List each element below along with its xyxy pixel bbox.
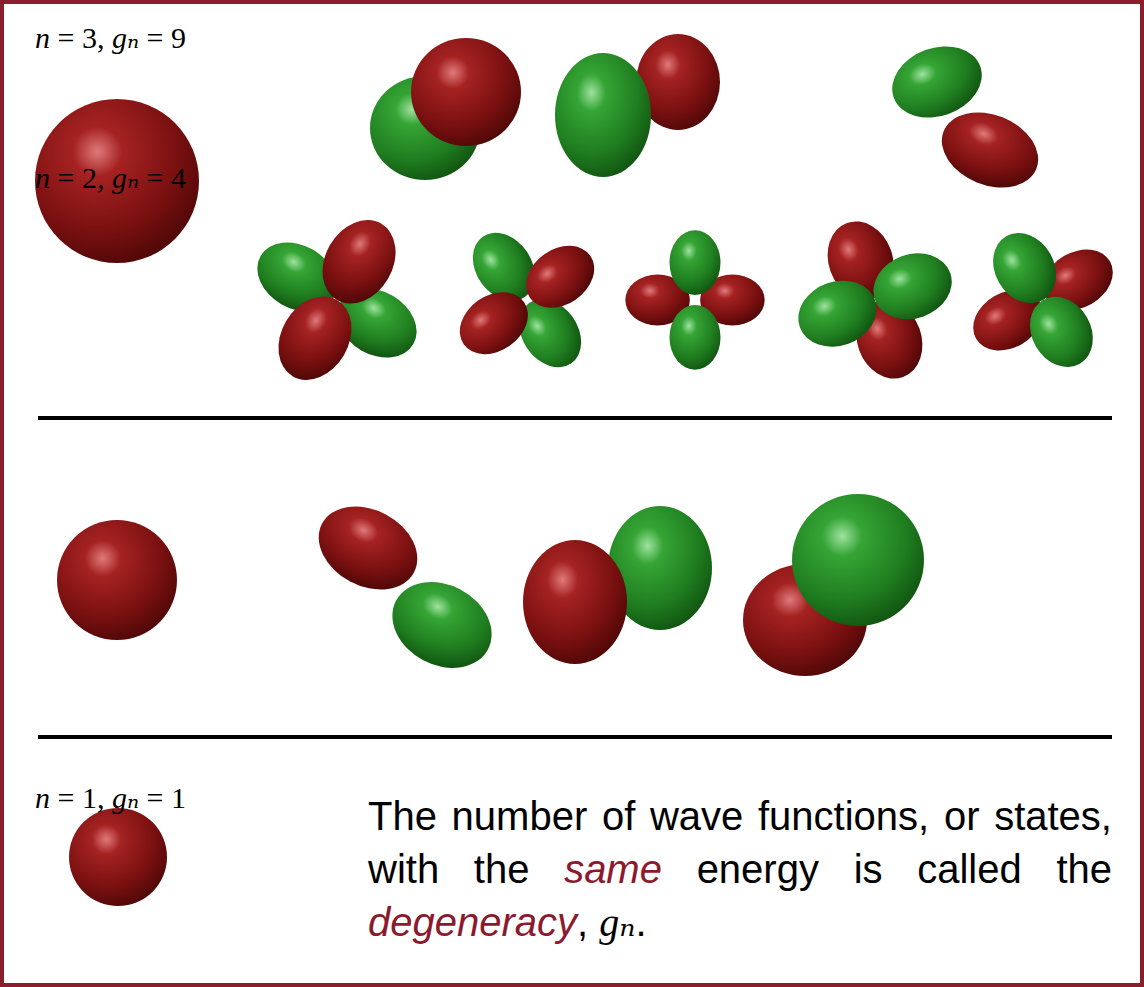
- level-divider: [38, 735, 1112, 739]
- d-orbital: [939, 198, 1144, 403]
- p-orbital: [555, 34, 720, 177]
- s-orbital: [57, 520, 177, 640]
- d-orbital: [625, 230, 764, 369]
- s-orbital: [35, 99, 199, 263]
- degeneracy-note: The number of wave functions, or states,…: [368, 790, 1112, 949]
- p-orbital: [370, 38, 521, 180]
- s-orbital: [69, 808, 167, 906]
- level-label: n = 3, gₙ = 9: [35, 20, 186, 56]
- d-orbital: [419, 192, 634, 407]
- p-orbital: [743, 494, 924, 676]
- p-orbital: [882, 34, 1049, 201]
- level-label: n = 2, gₙ = 4: [35, 160, 186, 196]
- level-divider: [38, 416, 1112, 420]
- level-label: n = 1, gₙ = 1: [35, 780, 186, 816]
- d-orbital: [217, 180, 458, 421]
- p-orbital: [523, 506, 712, 664]
- d-orbital: [772, 196, 978, 405]
- p-orbital: [304, 490, 506, 685]
